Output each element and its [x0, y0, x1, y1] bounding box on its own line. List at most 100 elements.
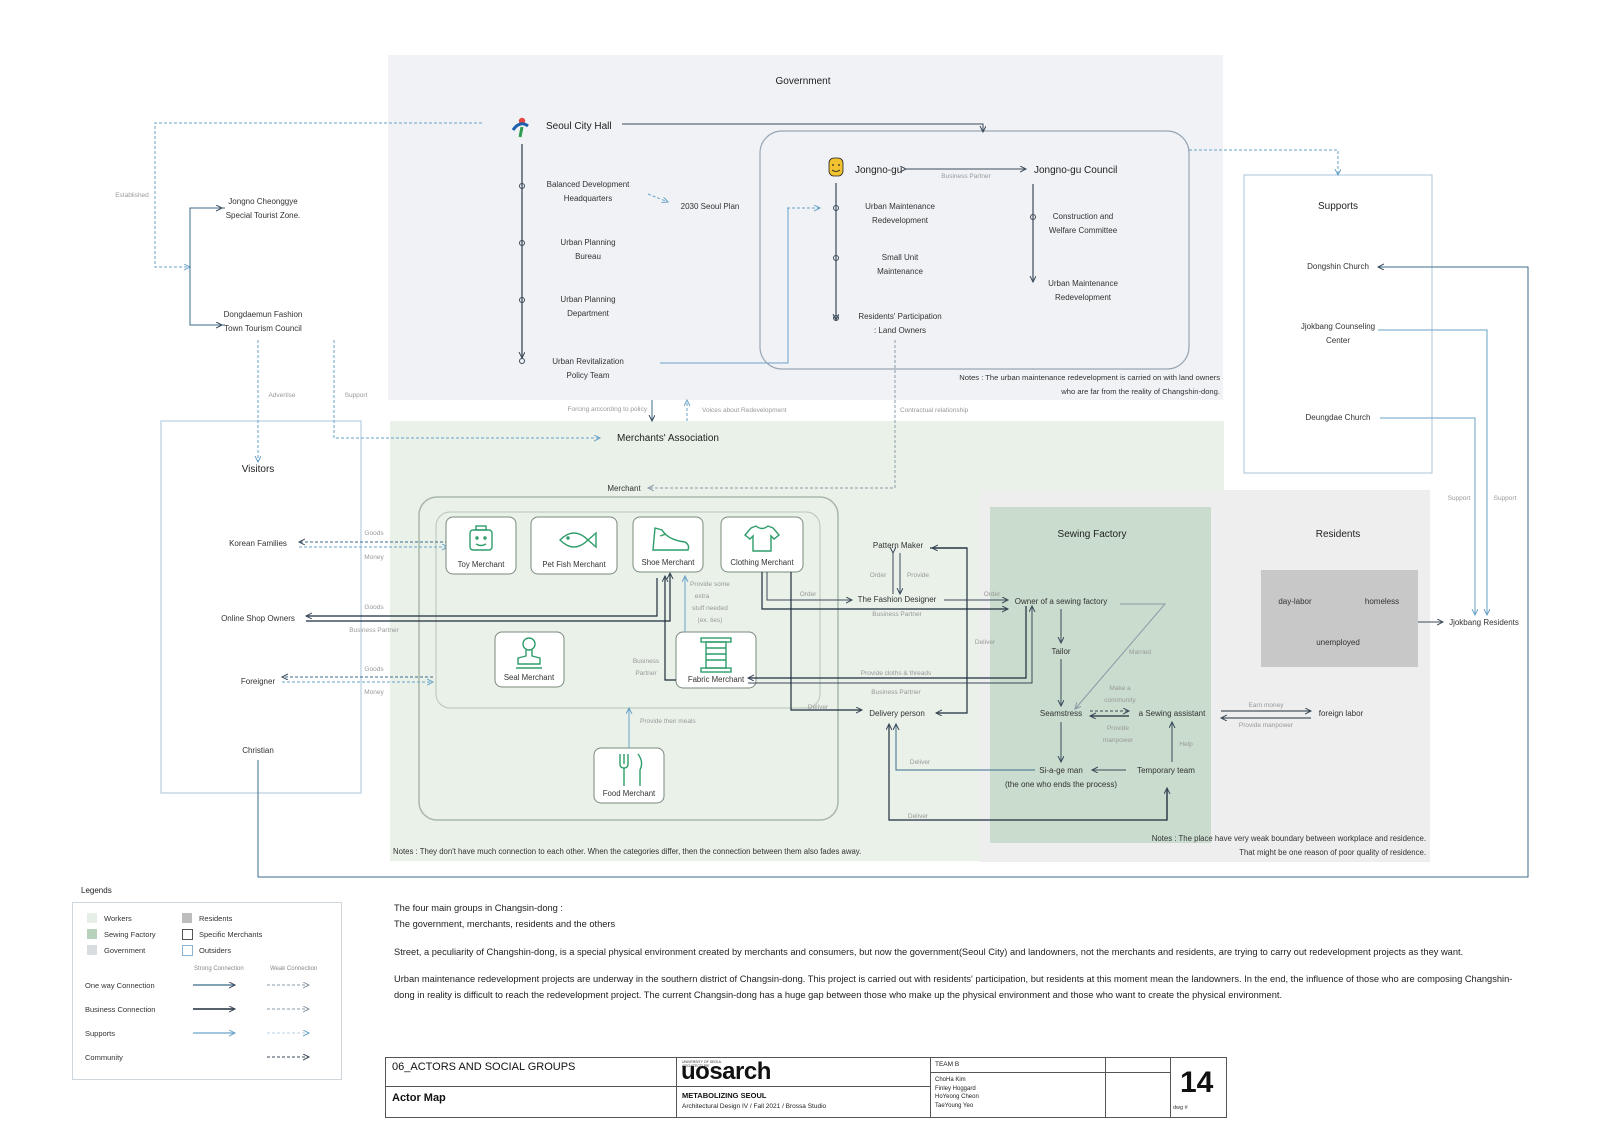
- legend-sewing: Sewing Factory: [104, 930, 156, 939]
- legend-workers: Workers: [104, 914, 132, 923]
- deungdae-support-line: [1380, 417, 1475, 615]
- married-line: [1075, 603, 1167, 709]
- plan-2030-label: 2030 Seoul Plan: [681, 202, 740, 211]
- support-label-1: Support: [1448, 495, 1471, 502]
- tb-member-4: TaeYoung Yeo: [935, 1102, 974, 1109]
- tb-logo: uosarch: [681, 1058, 771, 1085]
- merchants-bp-2: Partner: [635, 670, 657, 677]
- earn-money-label: Earn money: [1248, 702, 1284, 709]
- help-label: Help: [1179, 741, 1193, 748]
- delivery-person-label: Delivery person: [869, 709, 925, 718]
- middle-bp2: Business Partner: [871, 689, 921, 696]
- jongno-zone-2: Special Tourist Zone.: [226, 211, 301, 220]
- clothing-to-owner-line: [761, 572, 1008, 609]
- residents-participation-2: : Land Owners: [874, 326, 926, 335]
- merchants-bp-1: Business: [633, 658, 660, 665]
- food-merchant-label: Food Merchant: [603, 789, 656, 798]
- siage-deliver-line: [896, 724, 1035, 771]
- provide-some-1: Provide some: [690, 581, 730, 588]
- tb-section-cell: 06_ACTORS AND SOCIAL GROUPS Actor Map: [386, 1058, 677, 1117]
- merchants-swatch: [182, 929, 193, 940]
- urban-maint-1: Urban Maintenance: [865, 202, 935, 211]
- day-labor-label: day-labor: [1278, 597, 1312, 606]
- forcing-label: Forcing arccording to policy: [568, 406, 648, 413]
- workers-swatch: [87, 913, 97, 923]
- support-label-2: Support: [1494, 495, 1517, 502]
- clothing-merchant-card: Clothing Merchant: [720, 516, 804, 573]
- merchant-outer-box: [418, 496, 839, 821]
- online-shop-label: Online Shop Owners: [221, 614, 295, 623]
- seoul-node-1: [519, 183, 525, 189]
- legend-strong: Strong Connection: [194, 966, 244, 972]
- legend-weak: Weak Connection: [270, 966, 318, 972]
- urban-planning-bureau-1: Urban Planning: [560, 238, 615, 247]
- seamstress-provide-2: manpower: [1103, 737, 1134, 744]
- designer-business-partner: Business Partner: [872, 611, 922, 618]
- legend-merchants: Specific Merchants: [199, 930, 263, 939]
- established-label: Established: [115, 192, 149, 199]
- kf-goods: Goods: [364, 530, 384, 537]
- council-urban-maint-2: Redevelopment: [1055, 293, 1112, 302]
- make-community-1: Make a: [1109, 685, 1131, 692]
- provide-some-2: extra: [695, 593, 710, 600]
- urban-revitalization-1: Urban Revitalization: [552, 357, 624, 366]
- jongno-gu-box: [759, 130, 1190, 370]
- middle-deliver3: Deliver: [908, 813, 929, 820]
- shoe-icon: [652, 527, 690, 551]
- seamstress-label: Seamstress: [1040, 709, 1082, 718]
- jongno-node-1: [833, 205, 839, 211]
- seoul-to-jongno-arrow: [622, 123, 983, 132]
- merchants-association-title: Merchants' Association: [617, 433, 719, 444]
- tb-uni: UNIVERSITY OF SEOUL ARCHITECTURE: [682, 1060, 722, 1068]
- os-business-partner: Business Partner: [349, 627, 399, 634]
- government-notes-1: Notes : The urban maintenance redevelopm…: [959, 373, 1220, 382]
- tb-team: TEAM B: [935, 1061, 960, 1068]
- sewing-factory-title: Sewing Factory: [1058, 529, 1127, 540]
- seal-merchant-label: Seal Merchant: [504, 673, 555, 682]
- fish-icon: [559, 531, 597, 549]
- clothing-to-designer-line: [766, 572, 852, 600]
- toy-merchant-label: Toy Merchant: [458, 560, 506, 569]
- residents-notes-1: Notes : The place have very weak boundar…: [1152, 834, 1426, 843]
- sewing-swatch: [87, 929, 97, 939]
- jjokbang-center-2: Center: [1326, 336, 1350, 345]
- online-shop-goods-line: [306, 578, 658, 616]
- christian-label: Christian: [242, 746, 274, 755]
- tb-dwg-cell: 14 dwg #: [1170, 1058, 1226, 1117]
- jongno-node-2: [833, 255, 839, 261]
- tshirt-icon: [743, 525, 781, 552]
- construction-welfare-2: Welfare Committee: [1049, 226, 1118, 235]
- os-goods: Goods: [364, 604, 384, 611]
- siage-label: Si-a-ge man: [1039, 766, 1083, 775]
- fork-knife-icon: [619, 753, 643, 786]
- government-zone: [388, 55, 1223, 400]
- tb-project: METABOLIZING SEOUL: [682, 1091, 767, 1100]
- middle-deliver2: Deliver: [910, 759, 931, 766]
- outsiders-swatch: [182, 945, 193, 956]
- legend-title: Legends: [81, 886, 112, 895]
- dongdaemun-1: Dongdaemun Fashion: [224, 310, 303, 319]
- seamstress-provide-1: Provide: [1107, 725, 1129, 732]
- seal-merchant-card: Seal Merchant: [494, 631, 565, 688]
- fabric-cloths-line: [748, 606, 1032, 684]
- provide-cloths-label: Provide cloths & threads: [861, 670, 932, 677]
- fr-goods: Goods: [364, 666, 384, 673]
- tb-logo-cell: UNIVERSITY OF SEOUL ARCHITECTURE uosarch…: [676, 1058, 931, 1117]
- pattern-maker-label: Pattern Maker: [873, 541, 924, 550]
- tailor-label: Tailor: [1051, 647, 1070, 656]
- desc-p1a: The four main groups in Changsin-dong :: [394, 903, 563, 913]
- provide-some-3: stuff needed: [692, 605, 728, 612]
- dongdaemun-2: Town Tourism Council: [224, 324, 302, 333]
- tb-team-cell: TEAM B ChoHa Kim Finley Hoggard HoYeong …: [930, 1058, 1106, 1117]
- fr-money: Money: [364, 689, 384, 696]
- urban-maint-2: Redevelopment: [872, 216, 929, 225]
- desc-p3: Urban maintenance redevelopment projects…: [394, 974, 1513, 1000]
- legend-box: Workers Sewing Factory Government Reside…: [72, 902, 342, 1080]
- legend-line-samples: [193, 979, 331, 1069]
- desc-p2: Street, a peculiarity of Changshin-dong,…: [394, 947, 1464, 957]
- fabric-merchant-label: Fabric Merchant: [688, 675, 745, 684]
- urban-revitalization-2: Policy Team: [567, 371, 610, 380]
- legend-outsiders: Outsiders: [199, 946, 232, 955]
- voices-label: Voices about Redevelopment: [702, 407, 787, 414]
